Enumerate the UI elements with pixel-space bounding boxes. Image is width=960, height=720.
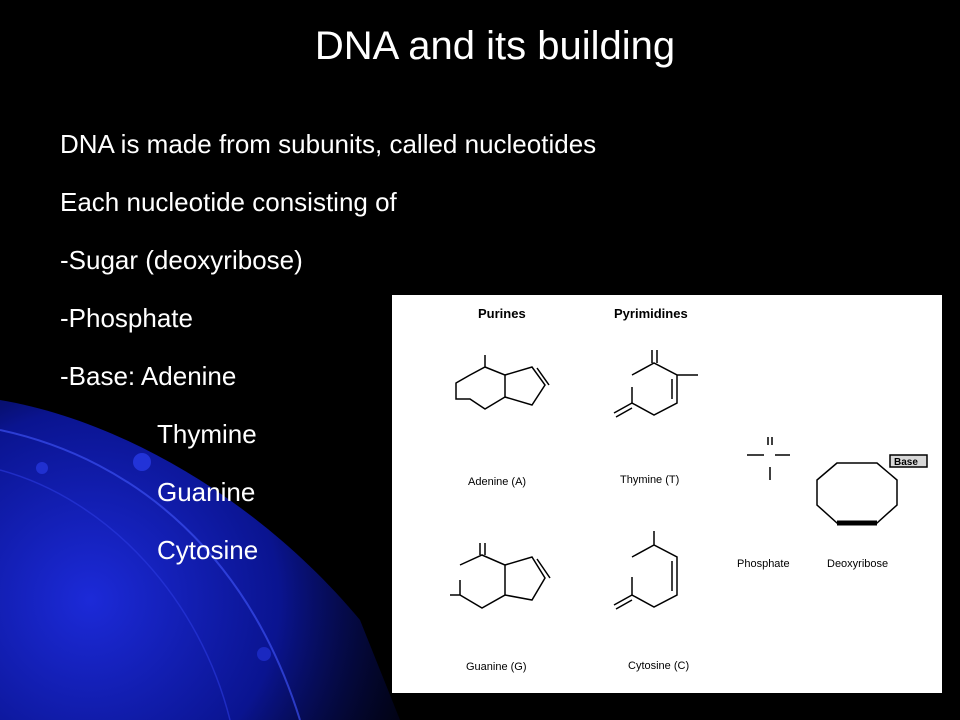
deoxyribose-caption: Deoxyribose bbox=[827, 558, 888, 570]
bubble bbox=[257, 647, 271, 661]
bullet-line: DNA is made from subunits, called nucleo… bbox=[60, 129, 597, 159]
bubble bbox=[133, 453, 151, 471]
cytosine-caption: Cytosine (C) bbox=[628, 660, 689, 672]
bullet-line: Guanine bbox=[157, 477, 256, 507]
bullet-list: DNA is made from subunits, called nucleo… bbox=[60, 126, 596, 590]
bullet-line: Each nucleotide consisting of bbox=[60, 187, 397, 217]
bullet-line: Cytosine bbox=[157, 535, 259, 565]
nucleotide-structures-figure: Purines Pyrimidines Adenine (A) Thymine … bbox=[392, 295, 942, 693]
base-label: Base bbox=[894, 457, 918, 468]
bullet-line: -Sugar (deoxyribose) bbox=[60, 245, 303, 275]
bullet-line: -Phosphate bbox=[60, 303, 193, 333]
bullet-line: -Base: Adenine bbox=[60, 361, 237, 391]
guanine-caption: Guanine (G) bbox=[466, 661, 527, 673]
slide-title: DNA and its building bbox=[314, 24, 676, 68]
thymine-caption: Thymine (T) bbox=[620, 474, 679, 486]
purines-heading: Purines bbox=[478, 306, 526, 321]
bubble bbox=[36, 462, 48, 474]
bullet-line: Thymine bbox=[157, 419, 257, 449]
pyrimidines-heading: Pyrimidines bbox=[614, 306, 688, 321]
adenine-caption: Adenine (A) bbox=[468, 476, 526, 488]
phosphate-caption: Phosphate bbox=[737, 558, 790, 570]
